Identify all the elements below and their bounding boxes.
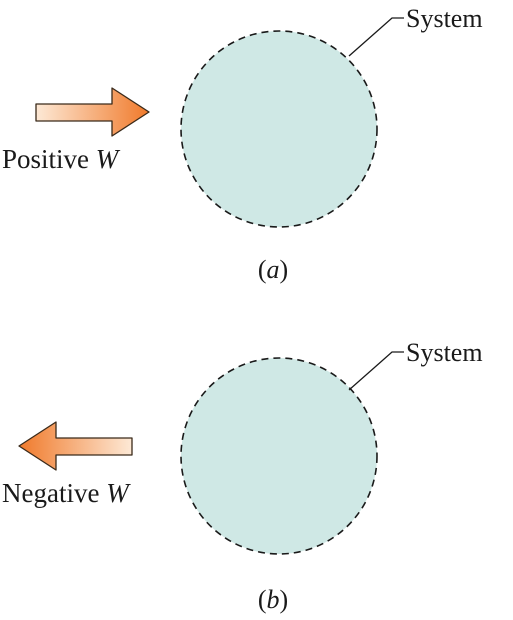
work-label-prefix: Negative	[2, 478, 106, 508]
positive-work-label: Positive W	[2, 144, 121, 174]
negative-work-arrow	[18, 421, 133, 471]
system-label: System	[406, 338, 483, 367]
work-variable: W	[106, 478, 131, 508]
system-circle	[180, 357, 378, 555]
panel-label-b: (b)	[258, 585, 288, 614]
negative-work-label: Negative W	[2, 478, 131, 508]
system-circle	[180, 30, 378, 228]
panel-a: System Positive W (a)	[2, 4, 483, 284]
panel-b: System Negative W (b)	[2, 338, 483, 614]
positive-work-arrow	[35, 87, 150, 137]
panel-label-a: (a)	[258, 255, 288, 284]
system-label: System	[406, 4, 483, 33]
system-leader-line	[348, 351, 404, 391]
work-variable: W	[96, 144, 121, 174]
system-leader-line	[348, 17, 404, 57]
work-label-prefix: Positive	[2, 144, 96, 174]
